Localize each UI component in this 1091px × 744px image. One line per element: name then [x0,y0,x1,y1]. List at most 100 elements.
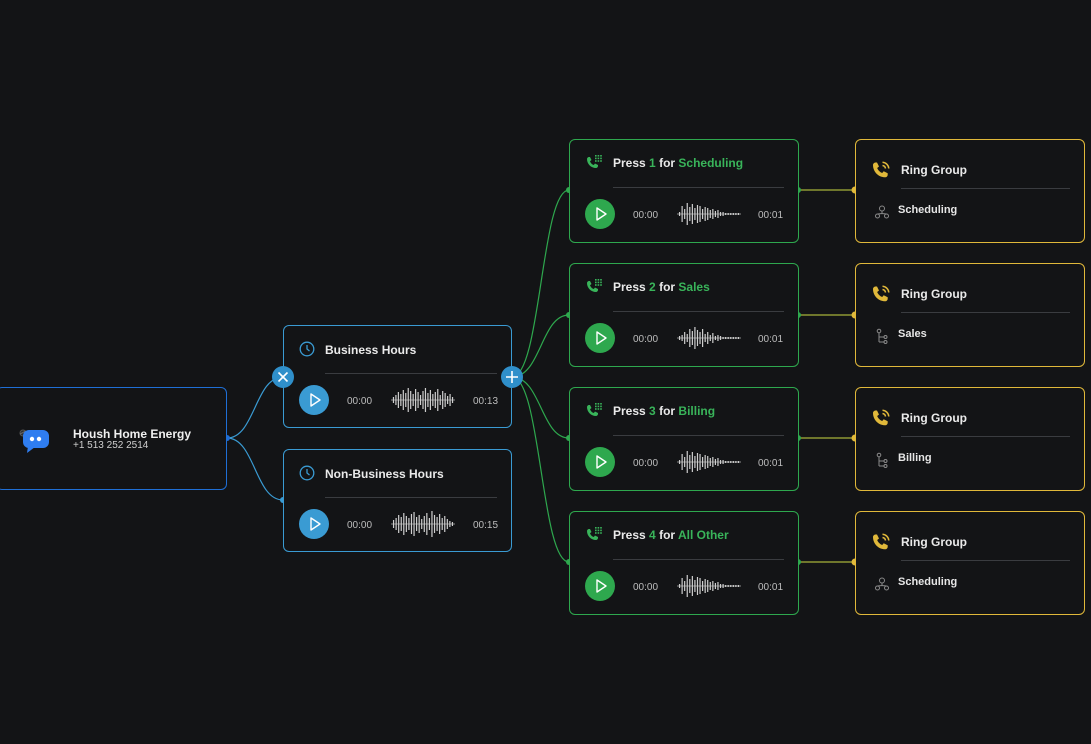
menu-option-title: Press 3 for Billing [613,404,715,418]
team-icon [875,577,889,591]
clock-icon [299,341,315,357]
play-button[interactable] [299,509,329,539]
menu-option-title: Press 1 for Scheduling [613,156,743,170]
time-current: 00:00 [633,458,659,469]
divider [325,373,497,374]
root-number-node[interactable]: Housh Home Energy +1 513 252 2514 [0,387,227,490]
time-total: 00:01 [758,334,784,345]
mid-text: for [659,404,676,418]
ring-group-1-node[interactable]: Ring Group Scheduling [855,139,1085,243]
play-button[interactable] [585,447,615,477]
phone-ringing-icon [873,533,890,550]
ring-group-target: Scheduling [898,576,958,588]
time-current: 00:00 [633,210,659,221]
divider [901,188,1070,189]
menu-option-title: Press 4 for All Other [613,528,729,542]
clock-icon [299,465,315,481]
phone-ringing-icon [873,285,890,302]
prefix-text: Press [613,528,646,542]
ring-group-target: Sales [898,328,927,340]
divider [901,560,1070,561]
ring-group-target: Billing [898,452,932,464]
digit-text: 4 [649,528,656,542]
mid-text: for [659,528,676,542]
mid-text: for [659,280,676,294]
remove-branch-button[interactable] [272,366,294,388]
ring-group-title: Ring Group [901,287,967,301]
node-title: Non-Business Hours [325,467,444,481]
play-icon [310,393,321,407]
play-button[interactable] [585,199,615,229]
ring-group-title: Ring Group [901,411,967,425]
option-label: Billing [678,404,716,418]
menu-option-2-node[interactable]: Press 2 for Sales 00:00 00:01 [569,263,799,367]
time-total: 00:01 [758,458,784,469]
add-branch-button[interactable] [501,366,523,388]
play-button[interactable] [299,385,329,415]
play-icon [596,455,607,469]
divider [613,435,784,436]
close-icon [277,371,289,383]
divider [325,497,497,498]
time-total: 00:01 [758,210,784,221]
phone-keypad-icon [587,527,602,540]
ring-group-3-node[interactable]: Ring Group Billing [855,387,1085,491]
phone-keypad-icon [587,155,602,168]
ring-group-target: Scheduling [898,204,958,216]
divider [613,559,784,560]
waveform[interactable] [677,450,741,474]
waveform[interactable] [391,386,455,414]
option-label: All Other [677,528,729,542]
phone-ringing-icon [873,409,890,426]
time-current: 00:00 [633,582,659,593]
play-icon [596,331,607,345]
plus-icon [506,371,518,383]
mid-text: for [659,156,676,170]
time-total: 00:15 [473,520,499,531]
waveform[interactable] [677,574,741,598]
waveform[interactable] [677,326,741,350]
ring-group-4-node[interactable]: Ring Group Scheduling [855,511,1085,615]
phone-ringing-icon [873,161,890,178]
play-icon [310,517,321,531]
digit-text: 2 [649,280,656,294]
business-hours-node[interactable]: Business Hours 00:00 00:13 [283,325,512,428]
play-button[interactable] [585,571,615,601]
branch-icon [876,328,888,344]
phone-keypad-icon [587,279,602,292]
time-current: 00:00 [347,520,373,531]
node-title: Business Hours [325,343,417,357]
option-label: Scheduling [678,156,744,170]
play-icon [596,579,607,593]
prefix-text: Press [613,156,646,170]
menu-option-title: Press 2 for Sales [613,280,710,294]
prefix-text: Press [613,280,646,294]
ring-group-title: Ring Group [901,163,967,177]
phone-number: +1 513 252 2514 [73,440,149,451]
play-button[interactable] [585,323,615,353]
digit-text: 1 [649,156,656,170]
divider [901,312,1070,313]
ring-group-title: Ring Group [901,535,967,549]
company-name: Housh Home Energy [73,427,192,441]
menu-option-1-node[interactable]: Press 1 for Scheduling 00:00 00:01 [569,139,799,243]
option-label: Sales [678,280,710,294]
waveform[interactable] [391,510,455,538]
time-current: 00:00 [633,334,659,345]
non-business-hours-node[interactable]: Non-Business Hours 00:00 00:15 [283,449,512,552]
prefix-text: Press [613,404,646,418]
time-total: 00:01 [758,582,784,593]
waveform[interactable] [677,202,741,226]
divider [901,436,1070,437]
menu-option-3-node[interactable]: Press 3 for Billing 00:00 00:01 [569,387,799,491]
phone-keypad-icon [587,403,602,416]
team-icon [875,205,889,219]
ring-group-2-node[interactable]: Ring Group Sales [855,263,1085,367]
play-icon [596,207,607,221]
time-current: 00:00 [347,396,373,407]
menu-option-4-node[interactable]: Press 4 for All Other 00:00 00:01 [569,511,799,615]
divider [613,187,784,188]
chat-bot-icon [19,429,49,453]
digit-text: 3 [649,404,656,418]
